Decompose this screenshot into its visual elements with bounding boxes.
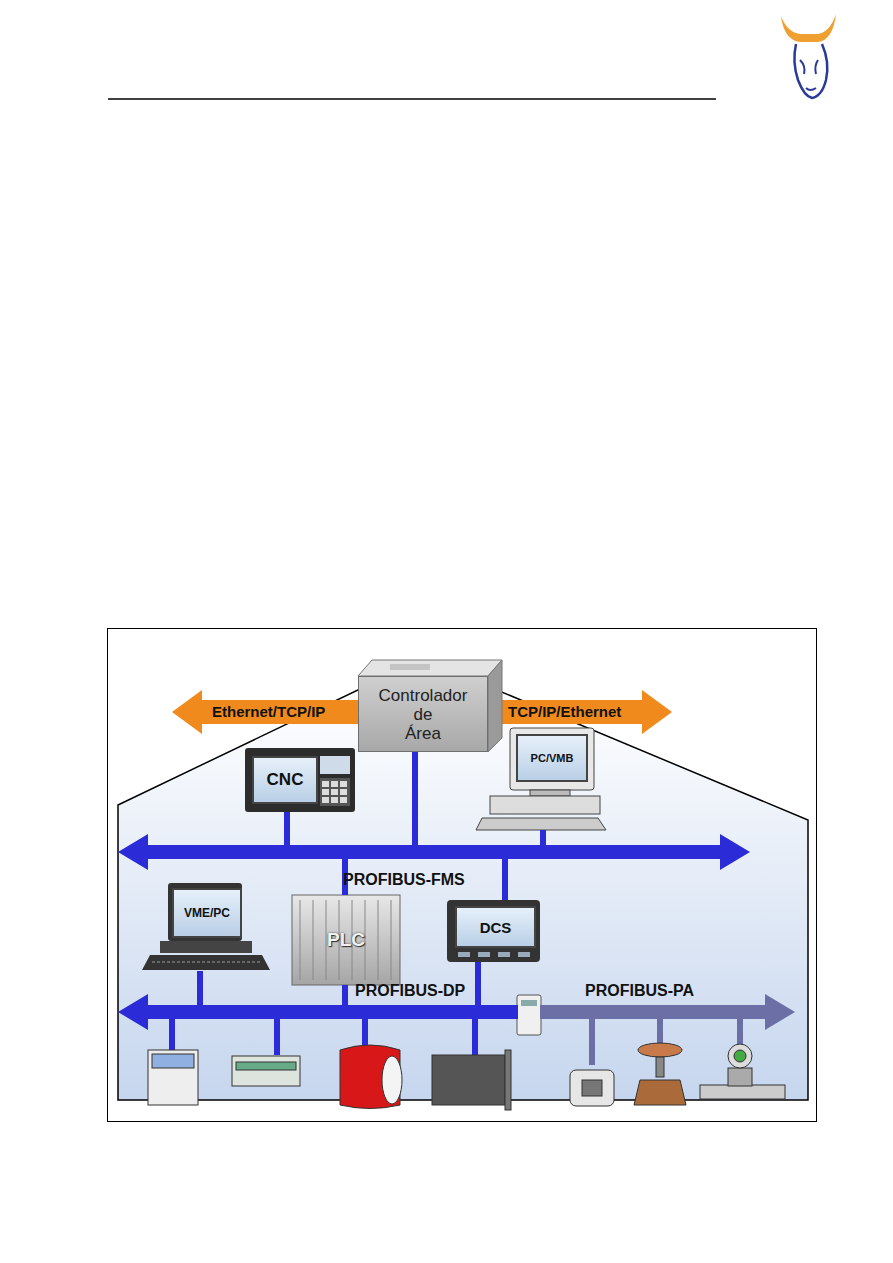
dp-bus: PROFIBUS-DP — [118, 994, 518, 1030]
cnc-terminal — [245, 748, 355, 812]
bus-arrow — [540, 994, 795, 1030]
bus-arrow — [118, 994, 518, 1030]
bus-drop-line — [345, 985, 346, 1005]
bus-name: PROFIBUS-DP — [355, 982, 465, 1000]
fms-bus: PROFIBUS-FMS — [118, 834, 750, 870]
bus-band — [118, 994, 518, 1030]
bus-drop-line — [543, 830, 544, 845]
vme-pc-workstation: VME/PC — [142, 883, 270, 971]
bus-drop-line — [415, 752, 416, 845]
bus-name: PROFIBUS-FMS — [343, 871, 465, 889]
screen-label: DCS — [455, 906, 536, 948]
plc-rack — [292, 895, 400, 985]
area-controller: Controlador de Área — [358, 676, 488, 752]
dp-pa-coupler — [517, 995, 541, 1035]
bus-band — [118, 834, 750, 870]
pa-bus: PROFIBUS-PA — [540, 994, 795, 1030]
figure-frame — [108, 629, 817, 1122]
dcs-panel — [447, 900, 540, 962]
device-label: PLC — [327, 929, 365, 951]
network-label: TCP/IP/Ethernet — [508, 703, 621, 720]
field-devices — [148, 1018, 785, 1110]
device-label: Controlador de Área — [368, 686, 478, 743]
screen-label: VME/PC — [172, 888, 242, 938]
screen-label: PC/VMB — [516, 734, 588, 782]
dcs-panel: DCS — [447, 900, 540, 962]
bus-drop-line — [505, 859, 506, 900]
pc-vmb-computer — [476, 728, 606, 830]
cnc-terminal: CNC — [245, 748, 355, 812]
pc-vmb-workstation: PC/VMB — [478, 725, 606, 830]
header-rule — [108, 98, 716, 100]
bus-name: PROFIBUS-PA — [585, 982, 694, 1000]
bus-drop-line — [200, 971, 201, 1005]
bus-arrow — [118, 834, 750, 870]
screen-label: CNC — [252, 756, 318, 804]
network-label: Ethernet/TCP/IP — [212, 703, 325, 720]
controller-cabinet — [358, 660, 502, 752]
bus-drop-line — [287, 812, 288, 845]
plc-rack: PLC — [292, 895, 400, 985]
logo — [781, 14, 836, 98]
bus-band — [540, 994, 795, 1030]
bus-drop-line — [478, 962, 479, 1005]
vme-pc-computer — [142, 883, 270, 970]
